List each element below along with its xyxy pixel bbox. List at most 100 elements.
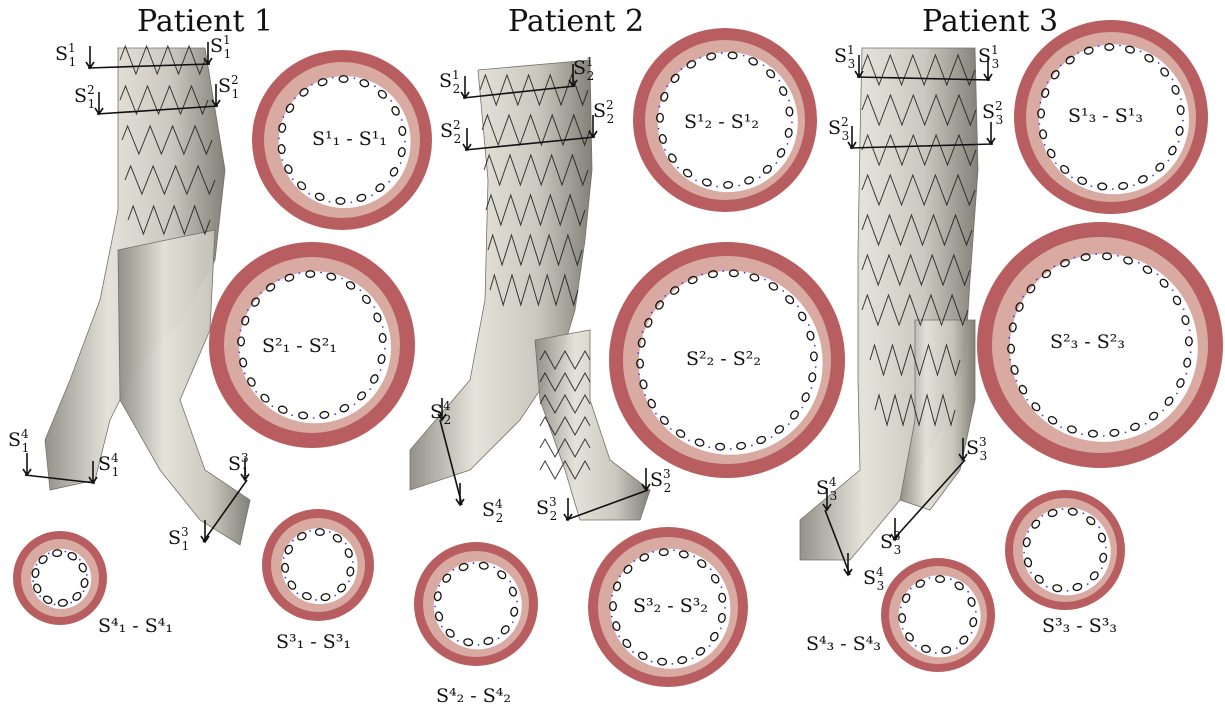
strut-point [1176,393,1178,395]
strut-point [967,591,969,593]
strut-point [341,278,343,280]
cut-label-left-p3-s3: S33 [880,529,901,557]
section-label-p3-s3: S³₃ - S³₃ [1042,615,1117,637]
cut-label-right-p2-s1: S12 [573,55,594,83]
strut-point [788,100,790,102]
strut-point [1023,552,1025,554]
strut-point [1180,98,1182,100]
strut-point [1133,184,1135,186]
strut-point [693,555,695,557]
strut-point [297,592,299,594]
strut-point [671,663,673,665]
strut-point [708,446,710,448]
cut-arrow-left-p1-s4 [23,453,31,475]
cut-label-left-p1-s2: S21 [74,83,95,111]
strut-point [618,635,620,637]
strut-point [86,574,88,576]
strut-point [1152,175,1154,177]
strut-point [352,561,354,563]
strut-point [688,440,690,442]
strut-point [452,569,454,571]
cut-arrow-right-p2-s3 [642,468,650,490]
section-s2-4 [414,542,538,666]
strut-point [1041,515,1043,517]
strut-point [240,330,242,332]
strut-point [1044,144,1046,146]
cut-label-left-p1-s3: S31 [168,525,189,553]
strut-point [751,445,753,447]
strut-point [611,616,613,618]
strut-point [956,647,958,649]
strut-point [390,100,392,102]
cut-label-right-p1-s2: S21 [218,73,239,101]
strut-point [721,52,723,54]
strut-point [797,306,799,308]
strut-point [633,560,635,562]
strut-point [651,661,653,663]
strut-point [720,627,722,629]
patient-2-title: Patient 2 [508,4,644,39]
strut-point [1101,567,1103,569]
strut-point [39,595,41,597]
strut-point [744,272,746,274]
strut-point [292,178,294,180]
strut-point [950,578,952,580]
strut-point [1095,253,1097,255]
strut-point [1042,415,1044,417]
strut-point [1103,435,1105,437]
strut-point [655,413,657,415]
strut-point [278,279,280,281]
strut-point [371,194,373,196]
strut-point [1125,431,1127,433]
strut-point [1030,572,1032,574]
strut-point [716,186,718,188]
cut-label-right-p2-s2: S22 [593,98,614,126]
strut-point [1138,262,1140,264]
strut-point [36,564,38,566]
strut-point [1167,160,1169,162]
strut-point [404,141,406,143]
strut-point [1077,52,1079,54]
strut-point [54,604,56,606]
strut-point [1046,586,1048,588]
strut-point [1087,583,1089,585]
cut-label-right-p2-s3: S32 [650,467,671,495]
strut-point [666,85,668,87]
strut-point [787,143,789,145]
strut-point [771,436,773,438]
cut-label-right-p3-s2: S23 [982,99,1003,127]
strut-point [1119,45,1121,47]
patient-1-title: Patient 1 [137,4,273,39]
strut-point [776,162,778,164]
strut-point [382,326,384,328]
cut-label-right-p3-s4: S43 [863,565,884,593]
strut-point [644,394,646,396]
cut-label-left-p1-s4: S41 [8,427,29,455]
strut-point [971,632,973,634]
strut-point [373,306,375,308]
strut-point [313,417,315,419]
strut-point [512,621,514,623]
strut-point [1027,531,1029,533]
strut-point [354,403,356,405]
cut-label-right-p1-s4: S41 [98,451,119,479]
strut-point [311,84,313,86]
strut-point [1112,188,1114,190]
strut-point [298,272,300,274]
section-label-p3-s2: S²₃ - S²₃ [1050,331,1125,353]
strut-point [334,413,336,415]
strut-point [1178,141,1180,143]
strut-point [401,119,403,121]
cut-arrow-left-p2-s2 [463,128,471,150]
cut-label-left-p2-s3: S32 [536,495,557,523]
strut-point [1182,120,1184,122]
strut-point [935,652,937,654]
section-label-p2-s3: S³₂ - S³₂ [633,595,708,617]
strut-point [348,580,350,582]
strut-point [244,372,246,374]
strut-point [278,137,280,139]
strut-point [345,543,347,545]
patient-3-title: Patient 3 [922,4,1058,39]
strut-point [493,566,495,568]
